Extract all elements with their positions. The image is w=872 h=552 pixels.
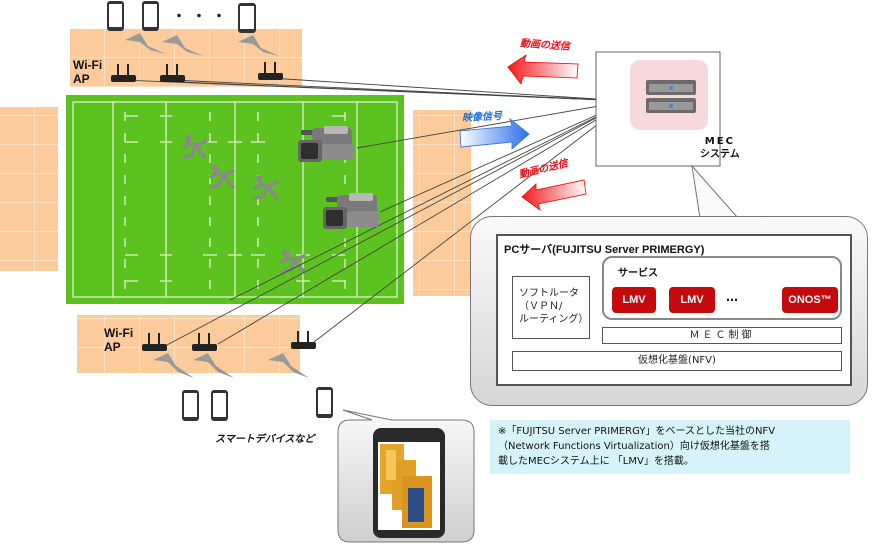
video-camera-icon	[298, 126, 354, 162]
pc-server-title: PCサーバ(FUJITSU Server PRIMERGY)	[504, 244, 705, 256]
wifi-label-line: Wi-Fi	[104, 326, 134, 340]
wireless-bolt-icon	[268, 353, 309, 378]
mec-control-box: ＭＥＣ制御	[602, 327, 842, 344]
router-line: （ＶＰＮ/	[519, 301, 563, 312]
router-icon	[142, 333, 167, 351]
mec-system-label: MEC システム	[700, 135, 740, 161]
smartphone-icon	[182, 390, 199, 421]
router-icon	[192, 333, 217, 351]
wifi-routers-top	[111, 62, 283, 82]
arrow-video-signal	[459, 117, 530, 150]
smartphone-video-icon	[373, 428, 445, 538]
nfv-base-box: 仮想化基盤(NFV)	[512, 351, 842, 371]
router-icon	[291, 331, 316, 349]
router-line: ルーティング）	[519, 314, 589, 325]
server-icon	[646, 80, 696, 113]
smart-devices-label: スマートデバイスなど	[215, 434, 315, 445]
mec-system-box	[595, 51, 721, 167]
wireless-bolt-icon	[193, 353, 234, 378]
stand-left	[0, 107, 58, 271]
stand-bottom	[77, 315, 300, 373]
footnote-line: ※「FUJITSU Server PRIMERGY」をベースとした当社のNFV	[498, 426, 776, 437]
router-icon	[111, 64, 136, 82]
smartphones-bottom	[182, 387, 333, 421]
wireless-bolt-icon	[125, 33, 166, 54]
arrow-video-send-bottom	[521, 179, 587, 212]
arrow-video-send-top	[507, 54, 579, 85]
router-icon	[160, 64, 185, 82]
ap-label-line: AP	[73, 72, 90, 86]
service-group: サービス LMV LMV … ONOS™	[602, 256, 842, 320]
service-chip-lmv: LMV	[669, 287, 715, 313]
service-ellipsis: …	[726, 290, 738, 304]
wireless-bolt-icon	[162, 35, 203, 56]
mec-label-line1: MEC	[704, 136, 735, 147]
network-lines	[121, 77, 629, 346]
more-devices-ellipsis: ・・・	[172, 9, 232, 25]
footnote-box: ※「FUJITSU Server PRIMERGY」をベースとした当社のNFV …	[490, 420, 850, 474]
wireless-signals-top	[125, 33, 279, 56]
wireless-bolt-icon	[153, 353, 194, 378]
smartphone-icon	[211, 390, 228, 421]
router-line: ソフトルータ	[519, 288, 579, 299]
video-camera-icon	[323, 193, 379, 229]
wifi-label-line: Wi-Fi	[73, 58, 103, 72]
phone-callout	[337, 409, 475, 543]
service-title: サービス	[618, 268, 658, 279]
ap-label-line: AP	[104, 340, 121, 354]
wireless-bolt-icon	[238, 35, 279, 56]
software-router-box: ソフトルータ （ＶＰＮ/ ルーティング）	[512, 276, 590, 339]
wireless-signals-bottom	[153, 353, 309, 378]
pc-server-box: PCサーバ(FUJITSU Server PRIMERGY) ソフトルータ （Ｖ…	[496, 234, 852, 386]
video-signal-label: 映像信号	[461, 110, 503, 125]
player-icon	[253, 175, 279, 200]
wifi-routers-bottom	[142, 331, 316, 351]
footnote-line: （Network Functions Virtualization）向け仮想化基…	[498, 441, 770, 452]
wifi-ap-label-top: Wi-Fi AP	[73, 58, 102, 86]
wifi-ap-label-bottom: Wi-Fi AP	[104, 326, 133, 354]
smartphone-icon	[107, 1, 124, 31]
player-icon	[182, 134, 208, 159]
mec-label-line2: システム	[700, 149, 740, 160]
server-callout-tail	[691, 164, 740, 219]
smartphone-icon	[316, 387, 333, 418]
footnote-line: 載したMECシステム上に 「LMV」を搭載。	[498, 456, 694, 467]
smartphone-icon	[238, 3, 256, 33]
smartphone-icon	[142, 1, 159, 31]
service-chip-lmv: LMV	[612, 287, 656, 313]
smartphones-top	[107, 1, 256, 33]
service-chip-onos: ONOS™	[782, 287, 838, 313]
router-icon	[258, 62, 283, 80]
player-icon	[209, 164, 235, 189]
